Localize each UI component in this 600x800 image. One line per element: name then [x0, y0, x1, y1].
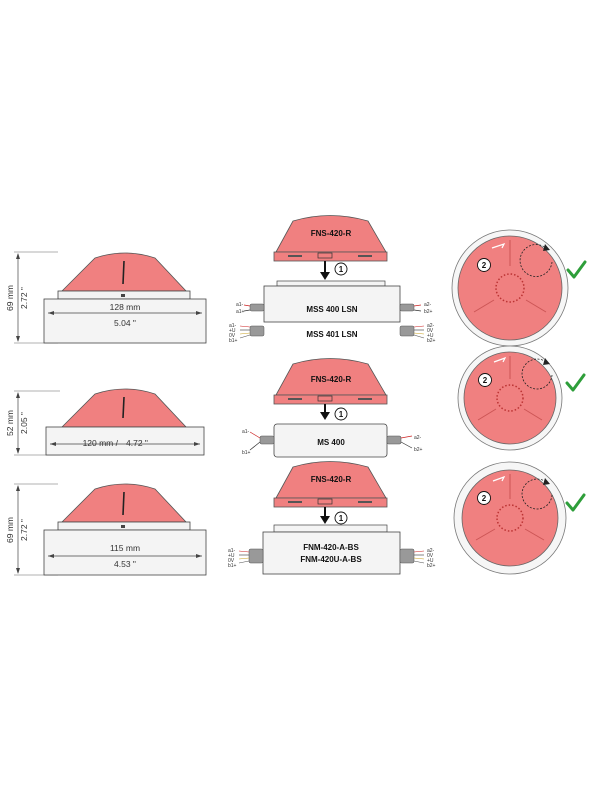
mounting-drawing-1: FNS-420-R 1 MSS 400 LSN MSS 401 LSN: [229, 215, 436, 344]
checkmark-icon: [566, 260, 587, 279]
height-mm: 52 mm: [5, 410, 15, 436]
svg-text:2: 2: [483, 376, 488, 385]
base-top-plate: [276, 280, 386, 287]
base: [43, 298, 207, 344]
wire-label: b1+: [228, 563, 237, 569]
width-mm: 120 mm /: [83, 438, 119, 448]
wire-label: b2+: [427, 338, 436, 344]
base-label-2: FNM-420U-A-BS: [300, 555, 362, 564]
wire-label: a1-: [236, 302, 244, 308]
height-in: 2.72 ": [19, 519, 29, 541]
dimension-drawing-3: 69 mm 2.72 " 115 mm 4.53 ": [5, 483, 207, 576]
row-2: 52 mm 2.05 " 120 mm / 4.72 " FNS-420-R 1…: [5, 345, 586, 458]
wire-label: a2-: [424, 302, 432, 308]
base: [45, 426, 205, 456]
wire-label: b2+: [424, 309, 433, 315]
row-3: 69 mm 2.72 " 115 mm 4.53 " FNS-420-R 1: [5, 461, 586, 576]
wire-label: +U: [229, 328, 236, 334]
mounting-drawing-3: FNS-420-R 1 FNM-420-A-BS FNM-420U-A-BS a…: [228, 461, 436, 575]
row-1: 69 mm 2.72 " 128 mm 5.04 " FNS-420-R 1: [5, 215, 587, 347]
base-body: [263, 285, 401, 323]
svg-text:1: 1: [339, 514, 344, 523]
base-top-plate: [273, 524, 388, 533]
base: [43, 529, 207, 576]
wire-label: a1+: [236, 309, 245, 315]
top-view-1: 2: [451, 229, 587, 347]
height-in: 2.72 ": [19, 287, 29, 309]
detector-head: [275, 215, 387, 253]
mounting-drawing-2: FNS-420-R 1 MS 400 a1- b1+ a2- b2+: [242, 358, 423, 458]
wire-label: +U: [427, 333, 434, 339]
svg-text:1: 1: [339, 410, 344, 419]
height-mm: 69 mm: [5, 517, 15, 543]
width-in: 4.72 ": [126, 438, 148, 448]
step-1-badge: [334, 407, 348, 421]
svg-text:2: 2: [482, 261, 487, 270]
dimension-drawing-2: 52 mm 2.05 " 120 mm / 4.72 ": [5, 388, 205, 456]
detector-label: FNS-420-R: [311, 229, 352, 238]
wire-label: a2-: [427, 548, 435, 554]
wire-label: b1+: [229, 338, 238, 344]
detector-head: [275, 461, 387, 499]
step-1-badge: [334, 262, 348, 276]
step-2-badge: [478, 373, 492, 387]
wire-label: 0V: [229, 333, 236, 339]
wire-label: 0V: [427, 328, 434, 334]
base-label-1: MS 400: [317, 438, 345, 447]
wire-label: 0V: [228, 558, 235, 564]
wire-label: a1-: [228, 548, 236, 554]
detector-label: FNS-420-R: [311, 375, 352, 384]
wire-label: a1-: [229, 323, 237, 329]
width-mm: 128 mm: [110, 302, 141, 312]
base-label-2: MSS 401 LSN: [306, 330, 357, 339]
wire-label: b1+: [242, 450, 251, 456]
wire-label: b2+: [427, 563, 436, 569]
svg-text:1: 1: [339, 265, 344, 274]
height-in: 2.05 ": [19, 412, 29, 434]
top-view-3: 2: [453, 461, 586, 575]
wire-label: +U: [228, 553, 235, 559]
top-view-2: 2: [457, 345, 586, 451]
width-in: 4.53 ": [114, 559, 136, 569]
step-1-badge: [334, 511, 348, 525]
wire-label: 0V: [427, 553, 434, 559]
checkmark-icon: [565, 493, 586, 512]
checkmark-icon: [565, 373, 586, 392]
step-2-badge: [477, 491, 491, 505]
wire-label: +U: [427, 558, 434, 564]
width-in: 5.04 ": [114, 318, 136, 328]
base-label-1: MSS 400 LSN: [306, 305, 357, 314]
height-mm: 69 mm: [5, 285, 15, 311]
width-mm: 115 mm: [110, 543, 140, 553]
detector-head: [275, 358, 387, 396]
wire-label: a2-: [414, 435, 422, 441]
step-2-badge: [477, 258, 491, 272]
wire-label: a1-: [242, 429, 250, 435]
base-label-1: FNM-420-A-BS: [303, 543, 359, 552]
dimension-drawing-1: 69 mm 2.72 " 128 mm 5.04 ": [5, 251, 207, 344]
detector-label: FNS-420-R: [311, 475, 352, 484]
base-body: [262, 531, 401, 575]
svg-text:2: 2: [482, 494, 487, 503]
wire-label: b2+: [414, 447, 423, 453]
wire-label: a2-: [427, 323, 435, 329]
